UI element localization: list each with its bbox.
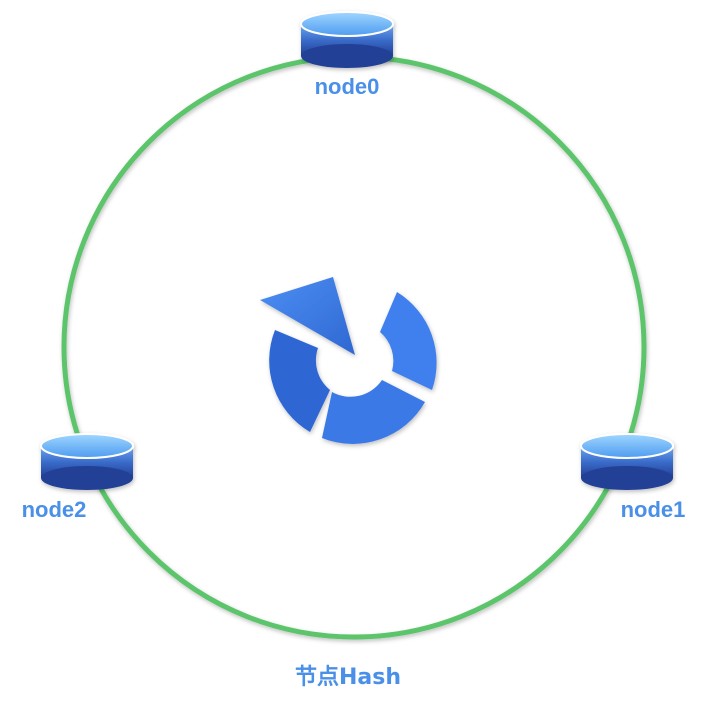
node0-disk-icon — [300, 11, 394, 69]
node0-label: node0 — [315, 74, 380, 99]
diagram-caption: 节点Hash — [295, 664, 401, 690]
node1-disk-icon — [580, 433, 674, 491]
node1-label: node1 — [621, 497, 686, 522]
hash-ring-circle — [61, 54, 647, 640]
node2-label: node2 — [22, 497, 87, 522]
node2-disk-icon — [40, 433, 134, 491]
hash-ring-logo-icon — [260, 277, 437, 444]
